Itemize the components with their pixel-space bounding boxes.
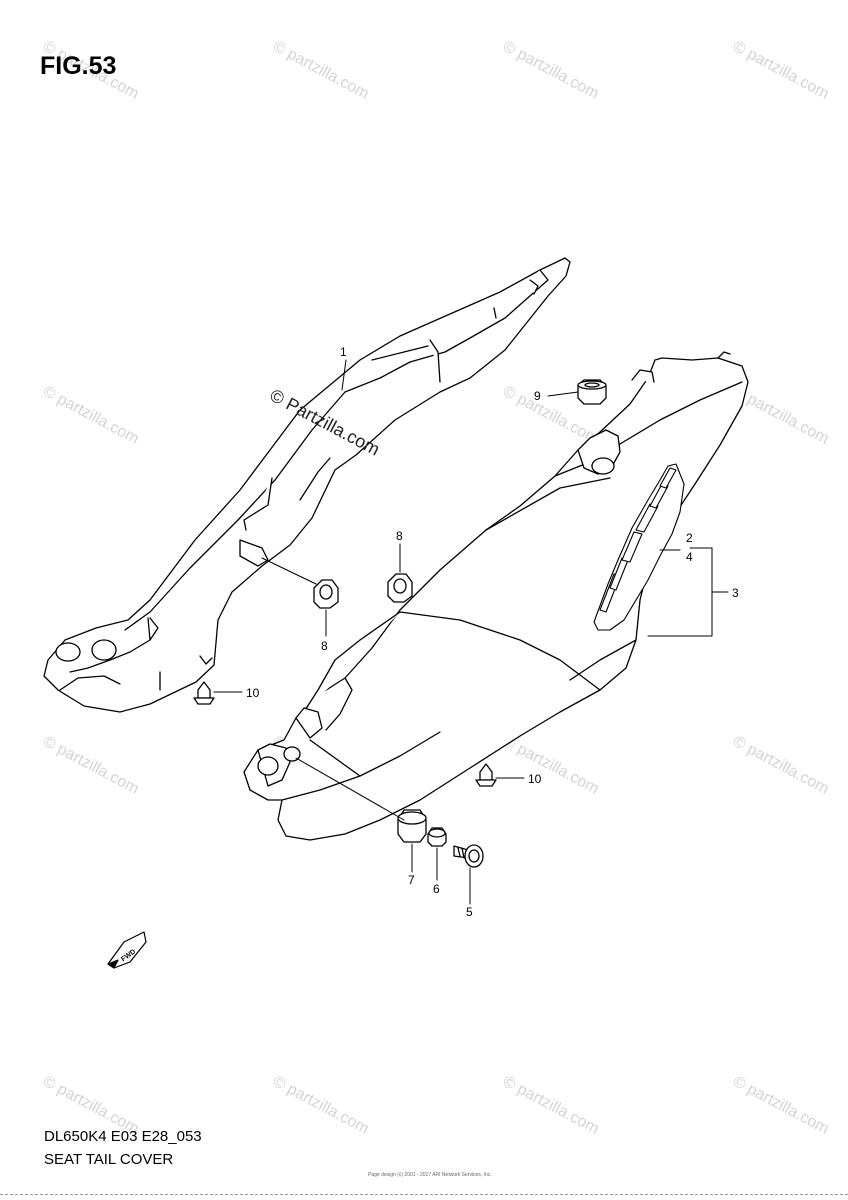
assembly-lines — [261, 557, 405, 821]
callout-10-right: 10 — [528, 772, 542, 786]
clip-10-left — [193, 681, 215, 705]
callout-8-upper: 8 — [396, 529, 403, 543]
cushion-8-lower — [313, 579, 339, 609]
cushion-9 — [577, 379, 607, 405]
page-credit: Page design (c) 2001 - 2017 ARI Network … — [368, 1172, 492, 1178]
leader-lines — [213, 359, 729, 905]
callout-9: 9 — [534, 389, 541, 403]
cushion-7 — [397, 809, 427, 843]
callout-1: 1 — [340, 345, 347, 359]
callout-2: 2 — [686, 531, 693, 545]
callout-8-lower: 8 — [321, 639, 328, 653]
figure-code: DL650K4 E03 E28_053 — [44, 1128, 202, 1145]
callout-6: 6 — [433, 882, 440, 896]
callout-5: 5 — [466, 905, 473, 919]
callout-10-left: 10 — [246, 686, 260, 700]
left-tail-cover-part — [43, 257, 571, 713]
cushion-8-upper — [387, 573, 413, 603]
clip-10-right — [475, 763, 497, 787]
fwd-arrow-icon — [107, 931, 147, 969]
collar-6 — [427, 827, 447, 847]
bottom-divider — [0, 1194, 848, 1195]
bolt-5 — [453, 844, 484, 868]
callout-4: 4 — [686, 550, 693, 564]
right-tail-cover-part — [243, 351, 749, 841]
callout-3: 3 — [732, 586, 739, 600]
callout-7: 7 — [408, 873, 415, 887]
figure-name: SEAT TAIL COVER — [44, 1151, 174, 1168]
dl650-decal — [593, 463, 685, 631]
figure-title: FIG.53 — [40, 52, 117, 80]
